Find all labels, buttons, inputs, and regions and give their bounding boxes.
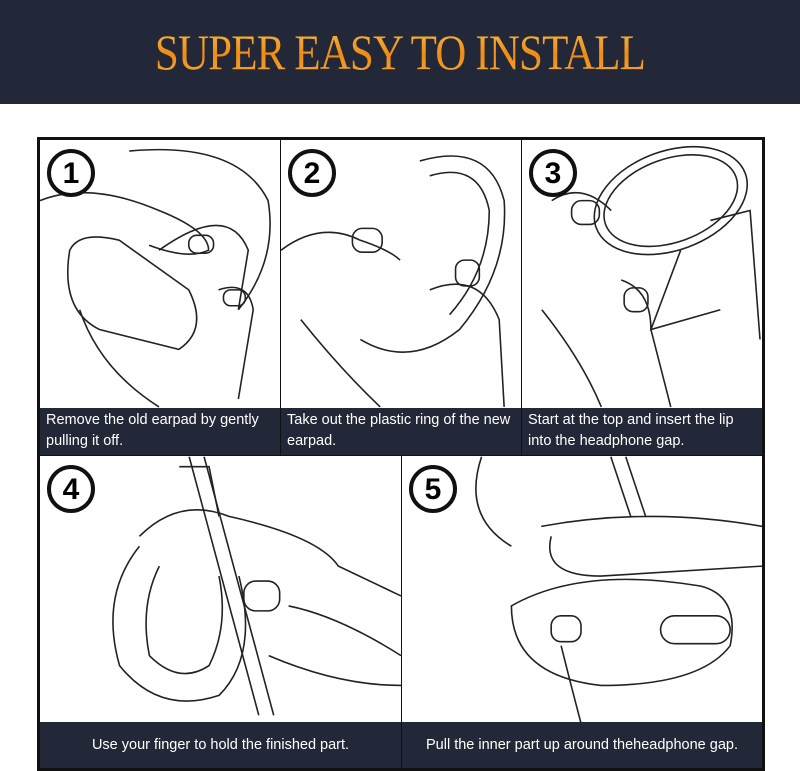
pull-inner-part-illustration [475, 456, 762, 724]
step-5-caption: Pull the inner part up around theheadpho… [402, 722, 762, 768]
step-3-number-icon: 3 [529, 149, 577, 197]
instruction-grid: 1 Remove the old earpad by gently pullin… [37, 137, 765, 771]
step-1-number-icon: 1 [47, 149, 95, 197]
step-5-number-icon: 5 [409, 465, 457, 513]
step-1-panel: 1 Remove the old earpad by gently pullin… [39, 139, 281, 456]
plastic-ring-illustration [281, 155, 506, 408]
svg-text:5: 5 [425, 473, 442, 506]
step-4-panel: 4 Use your finger to hold the finished p… [39, 455, 402, 769]
page-title: SUPER EASY TO INSTALL [154, 24, 646, 80]
header-banner: SUPER EASY TO INSTALL [0, 0, 800, 104]
step-1-caption: Remove the old earpad by gently pulling … [40, 408, 280, 455]
step-3-caption: Start at the top and insert the lip into… [522, 408, 762, 455]
step-4-number-icon: 4 [47, 465, 95, 513]
step-2-caption: Take out the plastic ring of the new ear… [281, 408, 521, 455]
hold-finished-part-illustration [112, 456, 401, 716]
svg-text:2: 2 [304, 157, 321, 190]
step-4-caption: Use your finger to hold the finished par… [40, 722, 401, 768]
svg-text:4: 4 [63, 473, 80, 506]
insert-lip-illustration [541, 145, 761, 408]
step-3-panel: 3 Start at the top and insert the lip in… [521, 139, 763, 456]
step-5-panel: 5 Pull the inner part up around theheadp… [401, 455, 763, 769]
svg-text:1: 1 [63, 157, 80, 190]
step-2-number-icon: 2 [288, 149, 336, 197]
step-2-panel: 2 Take out the plastic ring of the new e… [280, 139, 522, 456]
svg-text:3: 3 [545, 157, 562, 190]
